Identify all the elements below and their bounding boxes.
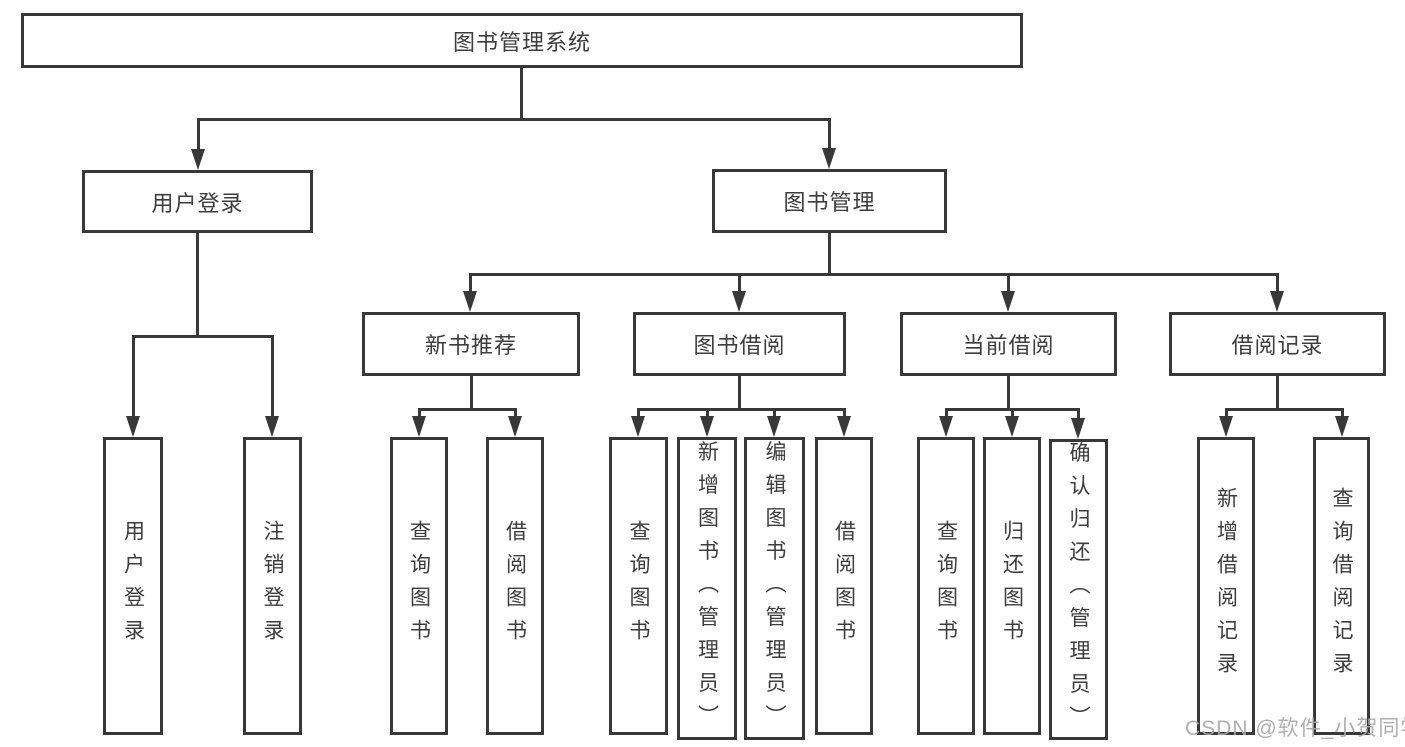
line-segment (196, 233, 199, 335)
line-segment (469, 273, 472, 295)
arrowhead (463, 291, 477, 312)
arrowhead (508, 416, 522, 437)
line-segment (470, 376, 473, 408)
leaf-label: 编辑图书（管理员） (763, 440, 786, 737)
line-segment (1225, 408, 1343, 411)
leaf-label: 查询图书 (627, 520, 650, 652)
line-segment (637, 408, 846, 411)
node-user-login: 用户登录 (82, 170, 313, 233)
leaf-label: 用户登录 (121, 520, 145, 652)
node-label: 图书管理系统 (452, 29, 591, 55)
leaf-label: 确认归还（管理员） (1067, 441, 1090, 738)
line-segment (1276, 376, 1279, 408)
arrowhead (191, 149, 205, 170)
arrowhead (126, 416, 140, 437)
leaf-recommend-borrow-books: 借阅图书 (486, 437, 544, 735)
arrowhead (1335, 416, 1349, 437)
arrowhead (412, 416, 426, 437)
leaf-borrow-query-books: 查询图书 (609, 437, 668, 735)
leaf-edit-book-admin: 编辑图书（管理员） (744, 437, 805, 740)
arrowhead (822, 148, 836, 169)
arrowhead (1270, 291, 1284, 312)
node-root-library-system: 图书管理系统 (21, 13, 1023, 68)
leaf-label: 借阅图书 (503, 520, 527, 652)
leaf-add-borrow-record: 新增借阅记录 (1197, 437, 1255, 735)
leaf-logout: 注销登录 (243, 437, 302, 735)
leaf-label: 注销登录 (261, 520, 284, 652)
line-segment (520, 68, 523, 118)
node-label: 新书推荐 (424, 333, 517, 358)
line-segment (132, 335, 274, 338)
leaf-label: 查询图书 (407, 520, 431, 652)
node-label: 当前借阅 (962, 333, 1055, 358)
leaf-label: 查询图书 (934, 520, 958, 652)
line-segment (828, 233, 831, 273)
arrowhead (837, 416, 851, 437)
line-segment (706, 408, 709, 420)
line-segment (418, 408, 517, 411)
line-segment (469, 273, 1279, 276)
line-segment (738, 376, 741, 408)
leaf-recommend-query-books: 查询图书 (390, 437, 448, 735)
leaf-label: 归还图书 (1000, 520, 1024, 652)
line-segment (1007, 376, 1010, 408)
leaf-confirm-return-admin: 确认归还（管理员） (1049, 439, 1108, 740)
arrowhead (1071, 418, 1085, 439)
line-segment (132, 335, 135, 419)
arrowhead (700, 416, 714, 437)
leaf-label: 新增借阅记录 (1214, 487, 1238, 685)
leaf-label: 查询借阅记录 (1330, 487, 1353, 685)
line-segment (945, 408, 948, 420)
node-label: 用户登录 (151, 190, 244, 216)
line-segment (773, 408, 776, 420)
node-label: 图书借阅 (693, 333, 786, 358)
node-label: 图书管理 (783, 190, 876, 215)
leaf-return-books: 归还图书 (983, 437, 1041, 735)
line-segment (197, 118, 200, 152)
line-segment (1077, 408, 1080, 420)
arrowhead (1219, 416, 1233, 437)
line-segment (514, 408, 517, 420)
line-segment (1225, 408, 1228, 420)
leaf-label: 借阅图书 (832, 520, 856, 652)
line-segment (843, 408, 846, 420)
arrowhead (1005, 416, 1019, 437)
node-current-borrow: 当前借阅 (900, 312, 1117, 376)
arrowhead (1001, 291, 1015, 312)
leaf-add-book-admin: 新增图书（管理员） (677, 437, 737, 740)
arrowhead (939, 416, 953, 437)
node-book-management: 图书管理 (712, 169, 947, 233)
node-borrow-record: 借阅记录 (1169, 312, 1386, 376)
line-segment (1341, 408, 1344, 420)
arrowhead (767, 416, 781, 437)
line-segment (1007, 273, 1010, 295)
leaf-user-login: 用户登录 (103, 437, 163, 735)
line-segment (1276, 273, 1279, 295)
leaf-query-borrow-record: 查询借阅记录 (1313, 437, 1370, 735)
leaf-current-query-books: 查询图书 (917, 437, 975, 735)
node-new-book-recommend: 新书推荐 (362, 312, 580, 376)
node-book-borrow: 图书借阅 (633, 312, 846, 376)
csdn-watermark: CSDN @软件_小贺同学 (1185, 717, 1405, 740)
leaf-borrow-borrow-books: 借阅图书 (815, 437, 873, 735)
leaf-label: 新增图书（管理员） (695, 440, 719, 737)
line-segment (637, 408, 640, 420)
line-segment (197, 118, 831, 121)
arrowhead (631, 416, 645, 437)
line-segment (418, 408, 421, 420)
node-label: 借阅记录 (1231, 333, 1324, 358)
arrowhead (265, 416, 279, 437)
line-segment (1011, 408, 1014, 420)
arrowhead (732, 291, 746, 312)
line-segment (828, 118, 831, 151)
line-segment (271, 335, 274, 419)
line-segment (738, 273, 741, 295)
